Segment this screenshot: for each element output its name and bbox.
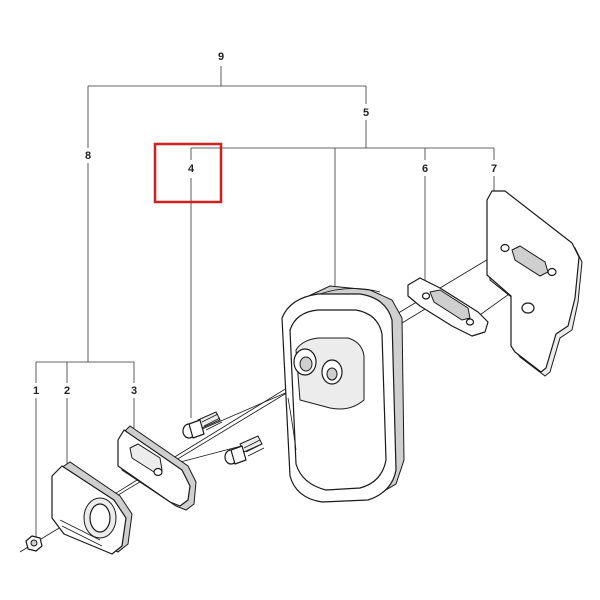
muffler-body: [281, 285, 405, 503]
nut: [25, 535, 43, 552]
label-9: 9: [218, 51, 224, 63]
highlight-box-part-4: [153, 142, 223, 204]
gasket: [407, 277, 489, 337]
label-1: 1: [33, 385, 39, 397]
heat-shield-plate: [486, 190, 583, 377]
label-6: 6: [422, 163, 428, 175]
cover-plate: [117, 425, 197, 511]
label-2: 2: [64, 385, 70, 397]
bolt-upper: [182, 411, 223, 439]
spark-arrester-screen: [51, 461, 133, 555]
label-8: 8: [85, 150, 91, 162]
bolt-lower: [224, 435, 265, 465]
label-4: 4: [188, 163, 195, 175]
label-5: 5: [363, 107, 369, 119]
label-7: 7: [491, 163, 497, 175]
label-3: 3: [131, 385, 137, 397]
callout-lines: [35, 66, 495, 537]
